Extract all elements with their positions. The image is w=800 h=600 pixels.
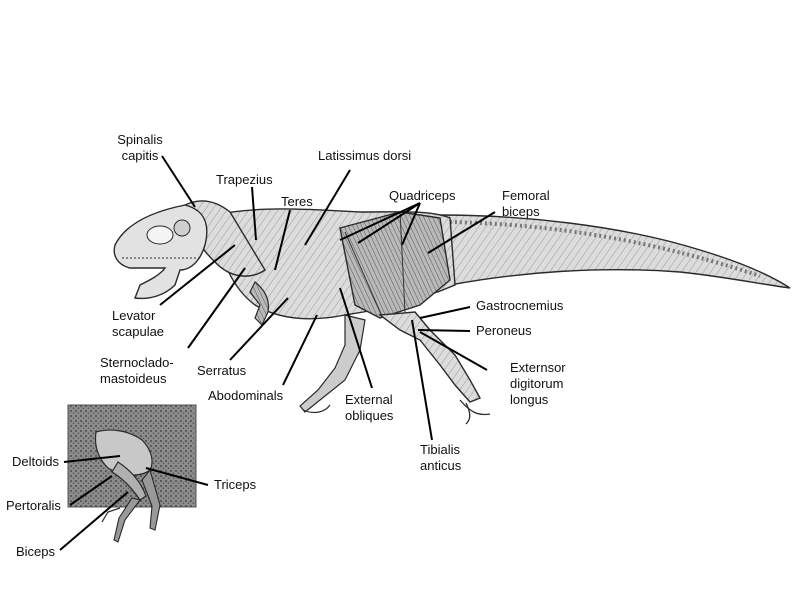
- leader-serratus: [229, 297, 289, 361]
- leader-levator-scapulae: [159, 244, 236, 306]
- leader-quadriceps-2: [357, 202, 421, 244]
- label-trapezius: Trapezius: [216, 172, 273, 187]
- label-external-obliques: External obliques: [345, 392, 394, 423]
- arm: [249, 281, 270, 327]
- label-biceps: Biceps: [16, 544, 56, 559]
- label-externsor-digitorum-longus: Externsor digitorum longus: [510, 360, 566, 407]
- leader-tibialis-anticus: [411, 319, 433, 441]
- thigh: [339, 211, 451, 319]
- label-pertoralis: Pertoralis: [6, 498, 61, 513]
- leader-latissimus-dorsi: [304, 169, 351, 246]
- leader-gastrocnemius: [419, 306, 471, 319]
- leader-quadriceps-3: [401, 202, 421, 246]
- label-levator-scapulae: Levator scapulae: [112, 308, 165, 339]
- label-quadriceps: Quadriceps: [389, 188, 456, 203]
- label-abodominals: Abodominals: [208, 388, 284, 403]
- leader-deltoids: [63, 455, 121, 463]
- forelimb-inset: [67, 404, 197, 543]
- leader-femoral-biceps: [427, 211, 496, 254]
- label-deltoids: Deltoids: [12, 454, 59, 469]
- label-gastrocnemius: Gastrocnemius: [476, 298, 564, 313]
- inset-leader-lines: [59, 455, 209, 551]
- leader-triceps: [145, 467, 209, 486]
- leader-abodominals: [282, 314, 318, 386]
- label-triceps: Triceps: [214, 477, 257, 492]
- label-peroneus: Peroneus: [476, 323, 532, 338]
- leader-sternocladomastoideus: [187, 267, 246, 349]
- leader-biceps: [59, 491, 129, 551]
- near-leg: [378, 311, 481, 403]
- leader-quadriceps-1: [339, 202, 421, 241]
- leader-peroneus: [417, 329, 471, 332]
- leader-external-obliques: [339, 287, 373, 389]
- leader-teres: [274, 209, 291, 271]
- label-spinalis-capitis: Spinalis capitis: [117, 132, 163, 163]
- label-tibialis-anticus: Tibialis anticus: [420, 442, 462, 473]
- leader-pertoralis: [69, 475, 113, 506]
- head: [113, 204, 208, 300]
- label-femoral-biceps: Femoral biceps: [502, 188, 550, 219]
- far-leg: [299, 314, 366, 413]
- leader-trapezius: [251, 186, 257, 241]
- label-sternocladomastoideus: Sternoclado- mastoideus: [100, 355, 174, 386]
- tail: [439, 214, 791, 289]
- leader-spinalis-capitis: [161, 155, 196, 208]
- label-latissimus-dorsi: Latissimus dorsi: [318, 148, 412, 163]
- leader-externsor-digitorum-longus: [419, 331, 488, 371]
- label-teres: Teres: [281, 194, 313, 209]
- label-serratus: Serratus: [197, 363, 247, 378]
- leader-lines: [159, 155, 496, 441]
